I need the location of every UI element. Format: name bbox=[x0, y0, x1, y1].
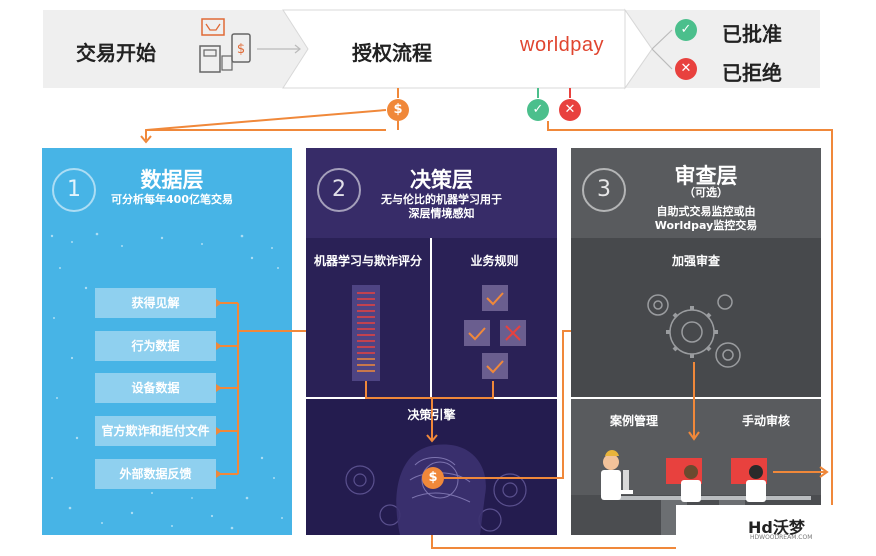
approved-check-icon-small: ✓ bbox=[527, 99, 549, 121]
step-number-2: 2 bbox=[317, 168, 361, 212]
watermark-logo: Hd沃梦 bbox=[748, 518, 805, 537]
enhanced-review-panel bbox=[571, 238, 821, 398]
worldpay-logo: worldpay bbox=[520, 34, 605, 56]
watermark-box bbox=[676, 505, 834, 550]
declined-x-icon-small: ✕ bbox=[559, 99, 581, 121]
decision-layer-subtitle-line2: 深层情境感知 bbox=[408, 207, 475, 220]
data-particles-decoration bbox=[50, 232, 283, 530]
data-source-fraud-chargeback: 官方欺诈和拒付文件 bbox=[95, 416, 216, 446]
decision-engine-label: 决策引擎 bbox=[407, 408, 456, 422]
business-rules-label: 业务规则 bbox=[470, 254, 519, 268]
review-layer-title: 审查层 bbox=[674, 164, 738, 188]
step-number-1: 1 bbox=[52, 168, 96, 212]
decision-layer-title: 决策层 bbox=[410, 168, 473, 192]
ml-fraud-scoring-label: 机器学习与欺诈评分 bbox=[313, 254, 422, 268]
point-of-sale-icon: $ bbox=[199, 18, 251, 73]
brain-head-illustration bbox=[345, 444, 527, 535]
manual-review-label: 手动审核 bbox=[741, 414, 790, 428]
data-source-insights: 获得见解 bbox=[95, 288, 216, 318]
authorization-flow-label: 授权流程 bbox=[352, 41, 432, 65]
data-source-external-feed: 外部数据反馈 bbox=[95, 459, 216, 489]
decision-layer-subtitle-line1: 无与伦比的机器学习用于 bbox=[381, 193, 502, 206]
fraud-score-bar-icon bbox=[352, 285, 380, 381]
transaction-start-label: 交易开始 bbox=[76, 41, 156, 65]
svg-text:$: $ bbox=[237, 42, 245, 57]
decision-dollar-icon: $ bbox=[422, 467, 444, 489]
declined-x-icon: ✕ bbox=[675, 58, 697, 80]
data-layer-subtitle: 可分析每年400亿笔交易 bbox=[111, 193, 233, 206]
review-layer-optional: （可选） bbox=[684, 186, 728, 199]
approved-label: 已批准 bbox=[722, 22, 782, 46]
data-source-behavior: 行为数据 bbox=[95, 331, 216, 361]
step-number-3: 3 bbox=[582, 168, 626, 212]
rules-checkmarks-icon bbox=[464, 285, 526, 379]
review-divider bbox=[571, 397, 821, 399]
watermark-url: HDWOODREAM.COM bbox=[750, 534, 813, 541]
decision-divider bbox=[430, 238, 432, 398]
data-layer-title: 数据层 bbox=[140, 168, 204, 192]
data-source-device: 设备数据 bbox=[95, 373, 216, 403]
payment-dollar-icon: $ bbox=[387, 99, 409, 121]
enhanced-review-label: 加强审查 bbox=[671, 254, 720, 268]
declined-label: 已拒绝 bbox=[722, 61, 782, 85]
gears-icon bbox=[647, 294, 741, 368]
review-layer-subtitle-line1: 自助式交易监控或由 bbox=[656, 205, 756, 218]
review-layer-subtitle-line2: Worldpay监控交易 bbox=[654, 219, 758, 232]
approved-check-icon: ✓ bbox=[675, 19, 697, 41]
case-management-label: 案例管理 bbox=[609, 414, 658, 428]
